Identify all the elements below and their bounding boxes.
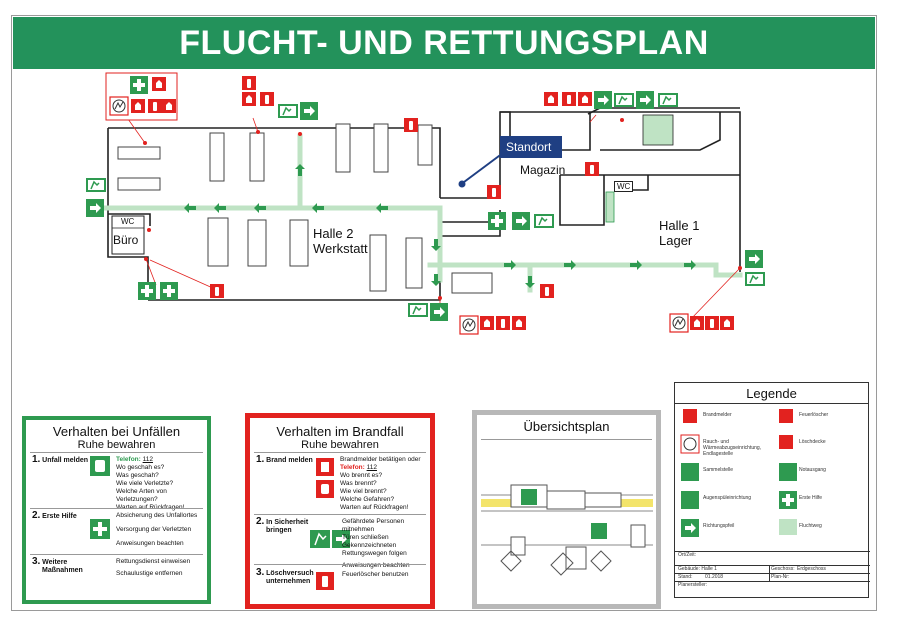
room-label-lager: Lager: [659, 233, 693, 248]
overview-title: Übersichtsplan: [523, 419, 610, 434]
accident-title: Verhalten bei Unfällen: [52, 424, 181, 439]
room-label-buero: Büro: [113, 233, 139, 247]
sign-group-bottom-left: [138, 282, 224, 300]
fire-step-1-text: Brandmelder betätigen oder Telefon: 112 …: [340, 456, 421, 511]
sign-group-top-left: [105, 72, 178, 121]
titleblock-ort: Ort/Zeit:: [675, 551, 870, 565]
sign-group-right-exit: [744, 250, 766, 287]
standort-marker: [458, 136, 562, 188]
page-title: FLUCHT- UND RETTUNGSPLAN: [13, 17, 875, 69]
legend-title: Legende: [675, 383, 868, 404]
machines-halle-2: [117, 123, 493, 294]
room-label-wc-magazin: WC: [614, 181, 634, 192]
sign-group-bottom-right: [669, 313, 734, 333]
building-halle-1: [440, 107, 741, 272]
fire-title: Verhalten im Brandfall: [276, 424, 404, 439]
room-label-wc-buero: WC: [121, 217, 135, 226]
accident-step-1-text: Telefon: 112 Wo geschah es?Was geschah?W…: [116, 456, 185, 511]
accident-procedure-panel: Verhalten bei Unfällen Ruhe bewahren 1. …: [22, 416, 211, 604]
fluchtweg-room-magazin: [642, 114, 674, 146]
titleblock-row-gebaeude: Gebäude: Halle 1 Geschoss:Erdgeschoss: [675, 565, 870, 573]
fire-procedure-panel: Verhalten im Brandfall Ruhe bewahren 1. …: [245, 413, 435, 609]
fire-step-3-text: Feuerlöscher benutzen: [342, 571, 409, 578]
page-frame: [11, 15, 877, 611]
room-label-werkstatt: Werkstatt: [313, 241, 368, 256]
sign-group-magazin-aid: [488, 212, 555, 230]
sign-group-top-mid: [242, 76, 418, 132]
fire-subtitle: Ruhe bewahren: [301, 439, 379, 451]
stairs: [605, 191, 615, 223]
room-label-halle-2: Halle 2: [313, 226, 354, 241]
titleblock-ersteller: Planersteller:: [675, 581, 870, 598]
legend-panel: Legende Brandmelder Feuerlöscher Rauch- …: [674, 382, 870, 598]
room-label-magazin: Magazin: [520, 163, 566, 177]
standort-label: Standort: [506, 140, 552, 154]
accident-subtitle: Ruhe bewahren: [77, 439, 156, 451]
callout-lines: [127, 114, 741, 321]
room-label-halle-1: Halle 1: [659, 218, 700, 233]
sign-group-left-exit: [85, 177, 107, 217]
overview-map: [481, 484, 653, 576]
overview-map-panel: Übersichtsplan: [472, 410, 661, 609]
titleblock-row-stand: Stand: 01.2018 Plan-Nr:: [675, 573, 870, 581]
